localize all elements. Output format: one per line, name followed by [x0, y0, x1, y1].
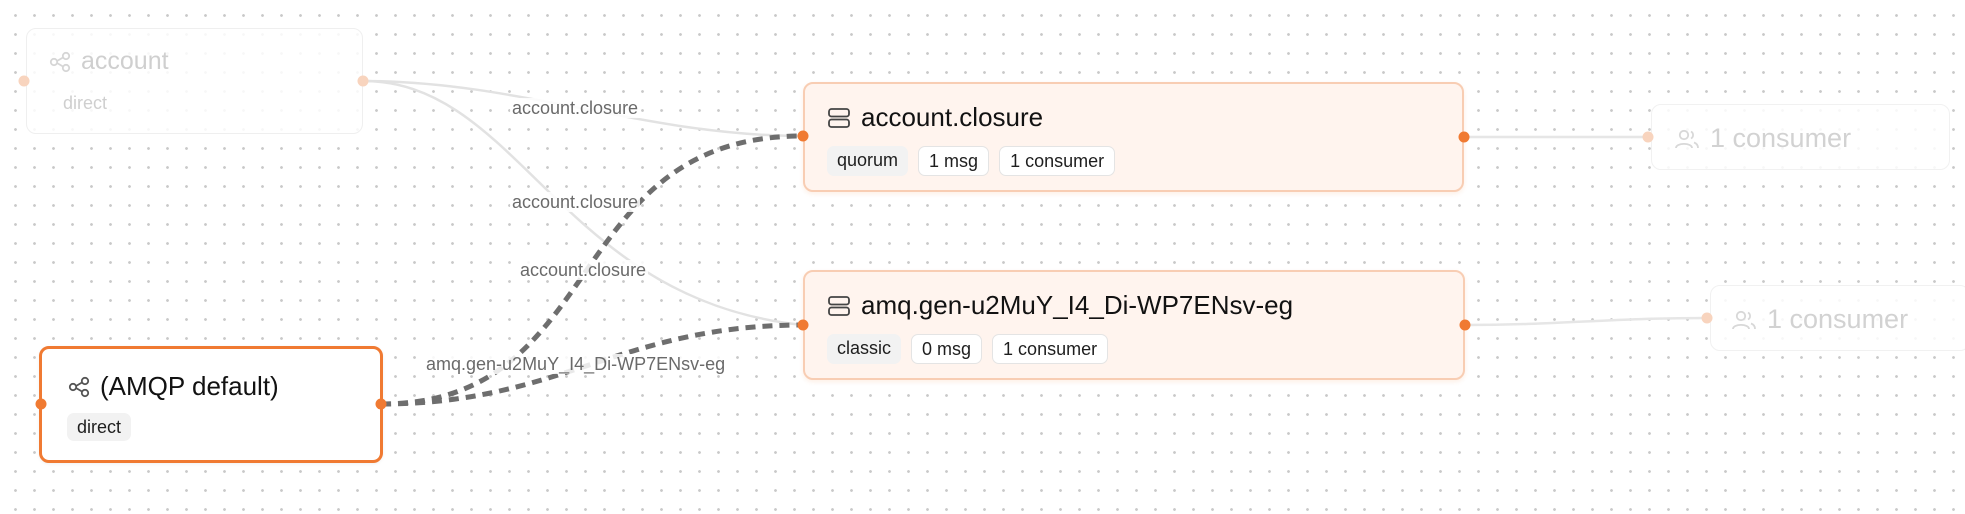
queue-amq-gen-input-handle[interactable] — [797, 319, 809, 331]
queue-account-closure-input-handle[interactable] — [797, 130, 809, 142]
exchange-node-account[interactable]: account direct — [26, 28, 363, 134]
exchange-name: account — [81, 47, 169, 75]
consumer-count-label: 1 consumer — [1767, 304, 1909, 334]
consumer-account-closure-input-handle[interactable] — [1642, 131, 1654, 143]
queue-icon — [827, 107, 851, 129]
queue-consumer-count-badge: 1 consumer — [999, 146, 1116, 176]
queue-icon — [827, 295, 851, 317]
consumer-count-label: 1 consumer — [1710, 123, 1852, 153]
exchange-default-input-handle[interactable] — [35, 398, 47, 410]
binding-label-amq-gen: amq.gen-u2MuY_I4_Di-WP7ENsv-eg — [424, 354, 728, 374]
queue-name: amq.gen-u2MuY_I4_Di-WP7ENsv-eg — [861, 290, 1294, 320]
queue-amq-gen-output-handle[interactable] — [1459, 319, 1471, 331]
queue-name: account.closure — [861, 102, 1044, 132]
binding-label-account-closure-3: account.closure — [518, 260, 649, 280]
consumer-node-amq-gen[interactable]: 1 consumer — [1710, 285, 1965, 351]
exchange-node-amqp-default[interactable]: (AMQP default) direct — [39, 346, 383, 463]
queue-consumer-count-badge: 1 consumer — [992, 334, 1109, 364]
queue-message-count-badge: 0 msg — [911, 334, 983, 364]
exchange-account-input-handle[interactable] — [18, 75, 30, 87]
users-icon — [1731, 308, 1757, 332]
exchange-default-output-handle[interactable] — [375, 398, 387, 410]
exchange-icon — [68, 376, 90, 398]
users-icon — [1674, 127, 1700, 151]
exchange-name: (AMQP default) — [100, 371, 279, 401]
consumer-node-account-closure[interactable]: 1 consumer — [1651, 104, 1950, 170]
exchange-type-badge: direct — [67, 413, 132, 441]
binding-edge-default-to-amq-gen[interactable] — [380, 322, 804, 407]
binding-label-account-closure-2: account.closure — [510, 192, 641, 212]
consumer-amq-gen-input-handle[interactable] — [1701, 312, 1713, 324]
exchange-account-output-handle[interactable] — [357, 75, 369, 87]
queue-type-badge: classic — [827, 334, 902, 364]
queue-node-amq-gen[interactable]: amq.gen-u2MuY_I4_Di-WP7ENsv-eg classic 0… — [803, 270, 1465, 380]
consumer-edge-amq-gen — [1464, 316, 1708, 327]
queue-message-count-badge: 1 msg — [918, 146, 990, 176]
queue-type-badge: quorum — [827, 146, 909, 176]
exchange-icon — [49, 51, 71, 73]
queue-node-account-closure[interactable]: account.closure quorum 1 msg 1 consumer — [803, 82, 1464, 192]
exchange-type-badge: direct — [63, 93, 108, 113]
queue-account-closure-output-handle[interactable] — [1458, 131, 1470, 143]
binding-label-account-closure-1: account.closure — [510, 98, 641, 118]
